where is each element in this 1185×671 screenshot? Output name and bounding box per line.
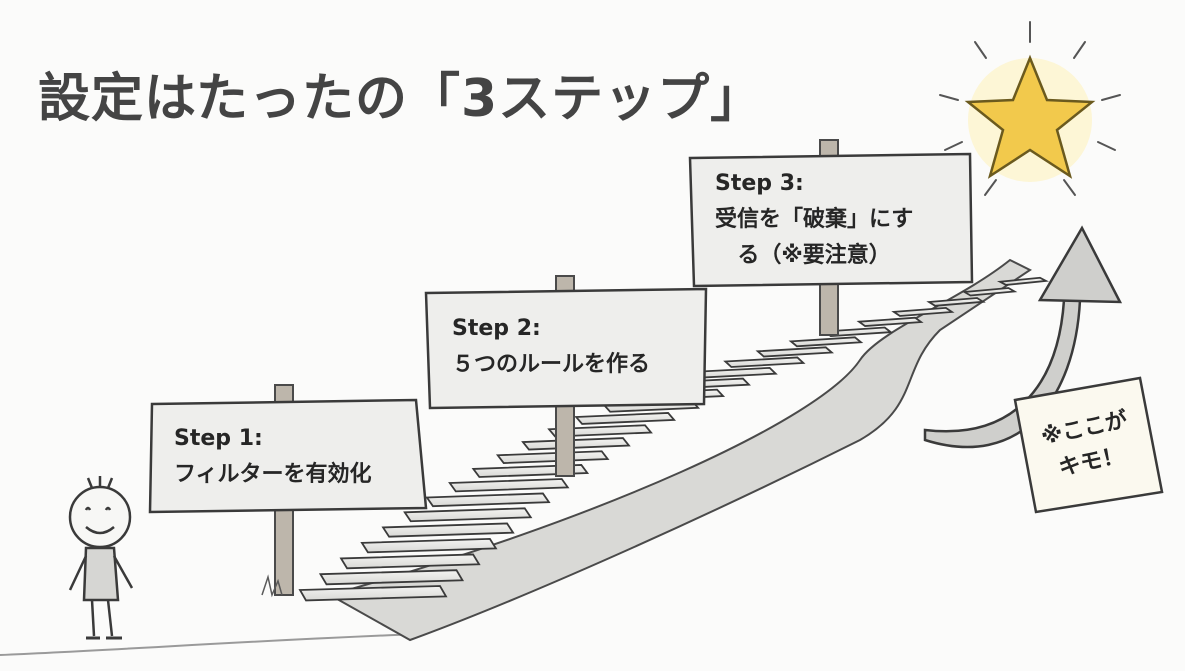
- stair-step: [495, 450, 610, 464]
- stick-figure-icon: [68, 476, 134, 640]
- stair-step: [574, 412, 677, 425]
- stair-step: [723, 356, 806, 368]
- star-rays: [939, 21, 1121, 196]
- star-icon: [939, 21, 1121, 196]
- signpost-1-board: [148, 398, 428, 514]
- stair-step: [996, 276, 1050, 286]
- arrow-head: [1037, 225, 1123, 304]
- stair-step: [360, 537, 498, 554]
- stair-step: [788, 336, 864, 348]
- page-title: 設定はたったの「3ステップ」: [38, 69, 764, 129]
- stair-step: [521, 437, 631, 451]
- stick-figure-body: [82, 546, 120, 602]
- sign-2-text: Step 2: ５つのルールを作る: [452, 311, 650, 383]
- stair-step: [448, 478, 570, 493]
- signpost-1: [148, 384, 428, 598]
- signpost-2: [424, 275, 708, 477]
- stair-step: [755, 346, 835, 358]
- sign-2-step: Step 2:: [452, 316, 541, 341]
- stair-step: [425, 492, 551, 508]
- stair-step: [856, 316, 924, 327]
- sign-3-line-2: る（※要注意）: [737, 243, 891, 268]
- star-shape: [964, 54, 1096, 179]
- grass-tuft-1: [261, 574, 283, 598]
- stair-step: [961, 287, 1018, 297]
- stick-figure-head: [68, 485, 132, 549]
- staircase-side: [327, 258, 1032, 642]
- signpost-3-board: [688, 152, 974, 288]
- stair-step: [891, 306, 955, 317]
- sign-1-step: Step 1:: [174, 426, 263, 451]
- sign-3-text: Step 3: 受信を「破棄」にす る（※要注意）: [715, 166, 913, 274]
- sign-2-line-1: ５つのルールを作る: [452, 352, 651, 377]
- signpost-2-board: [424, 287, 708, 410]
- stair-step: [691, 366, 778, 379]
- sign-1-line-1: フィルターを有効化: [174, 462, 372, 487]
- stair-step: [318, 569, 465, 586]
- sign-3-line-1: 受信を「破棄」にす: [715, 207, 914, 232]
- ground-line: [0, 633, 421, 656]
- sign-3-step: Step 3:: [715, 171, 804, 196]
- stair-step: [403, 507, 533, 523]
- stair-step: [926, 297, 986, 307]
- signpost-3: [688, 139, 974, 336]
- stair-step: [298, 585, 448, 602]
- sticky-note: [1013, 376, 1164, 514]
- stair-step: [339, 553, 481, 570]
- stair-step: [381, 522, 515, 538]
- sign-1-text: Step 1: フィルターを有効化: [174, 421, 372, 493]
